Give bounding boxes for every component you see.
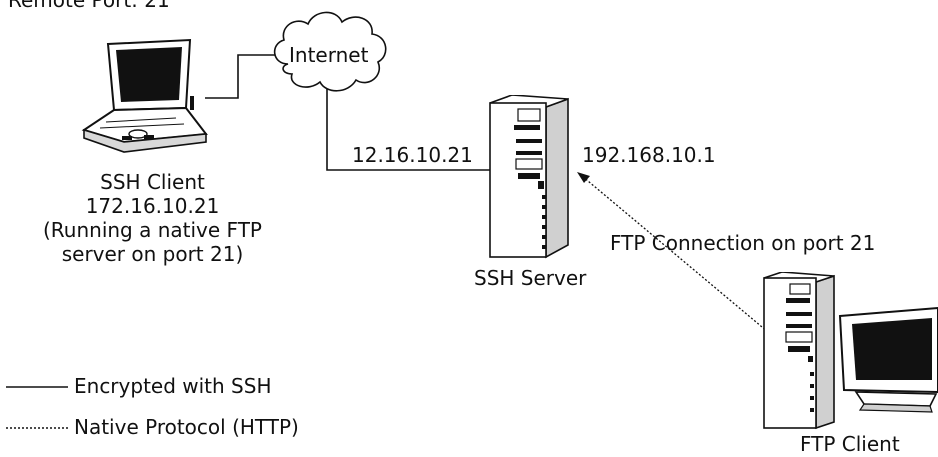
remote-port-note: Remote Port: 21 [8,0,170,12]
laptop-icon [81,38,208,153]
ftp-client-label: FTP Client [800,432,900,456]
ftp-connection-arrowhead [577,172,590,183]
ssh-client-ip: 172.16.10.21 [85,194,220,218]
legend-dotted-line-swatch [6,427,68,429]
internet-label: Internet [289,43,369,67]
ssh-link-client-internet [205,54,285,99]
legend-solid-line-swatch [6,386,68,388]
ssh-client-note-1: (Running a native FTP [43,218,262,242]
ftp-connection-label: FTP Connection on port 21 [610,231,876,255]
ssh-client-note-2: server on port 21) [61,242,244,266]
ssh-server-label: SSH Server [474,266,587,290]
legend-encrypted-label: Encrypted with SSH [74,374,272,398]
ssh-server-tower-icon [489,95,569,259]
ftp-connection-line [581,175,769,333]
ftp-client-computer-icon [763,272,938,430]
ssh-server-external-ip: 12.16.10.21 [352,143,473,167]
ssh-server-internal-ip: 192.168.10.1 [582,143,716,167]
ssh-client-label: SSH Client 172.16.10.21 (Running a nativ… [20,170,285,266]
ssh-client-name: SSH Client [100,170,205,194]
ssh-link-internet-server [326,88,490,171]
legend-native-protocol-label: Native Protocol (HTTP) [74,415,299,439]
internet-cloud-icon [273,11,387,92]
